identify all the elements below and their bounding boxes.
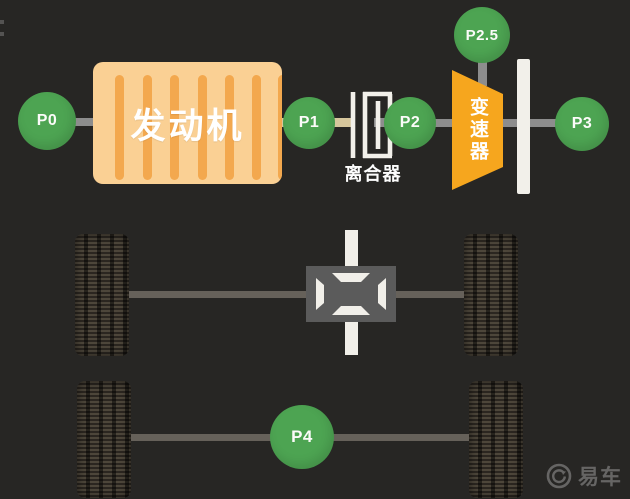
motor-node-p2-label: P2 [399,114,421,131]
shaft-p0-engine [72,118,96,126]
differential-icon [306,266,396,322]
motor-node-p4-label: P4 [291,427,313,446]
engine-label: 发动机 [130,106,245,146]
motor-node-p3: P3 [555,97,609,151]
shaft-engine-p1 [276,118,288,127]
shaft-transmission-outbar [501,119,519,127]
motor-node-p0: P0 [18,92,76,150]
shaft-p25-transmission [478,58,487,86]
transmission-icon [452,70,503,190]
shaft-p1-clutch [332,118,352,127]
yiche-logo-text: 易车 [578,466,622,489]
motor-node-p25-label: P2.5 [465,26,499,44]
rear-left-tire [77,381,131,498]
clutch-label: 离合器 [344,164,402,184]
front-left-tire [75,234,129,356]
motor-node-p4: P4 [270,405,334,469]
edge-artifact [0,20,4,42]
engine-block-icon: 发动机 [93,62,282,184]
front-right-tire [464,234,518,356]
motor-node-p1: P1 [283,97,335,149]
yiche-watermark: 易车 [546,461,622,491]
shaft-clutch-p2 [374,118,390,127]
shaft-p2-transmission [433,119,455,127]
motor-node-p1-label: P1 [298,114,320,131]
motor-node-p3-label: P3 [571,115,593,132]
front-axle [100,291,495,298]
motor-node-p0-label: P0 [36,112,58,129]
transmission-label: 变速器 [467,97,488,163]
shaft-outbar-p3 [528,119,557,127]
motor-node-p25: P2.5 [454,7,510,63]
output-shaft-bar [517,59,530,194]
yiche-logo-icon [546,463,572,489]
rear-right-tire [469,381,523,498]
motor-node-p2: P2 [384,97,436,149]
